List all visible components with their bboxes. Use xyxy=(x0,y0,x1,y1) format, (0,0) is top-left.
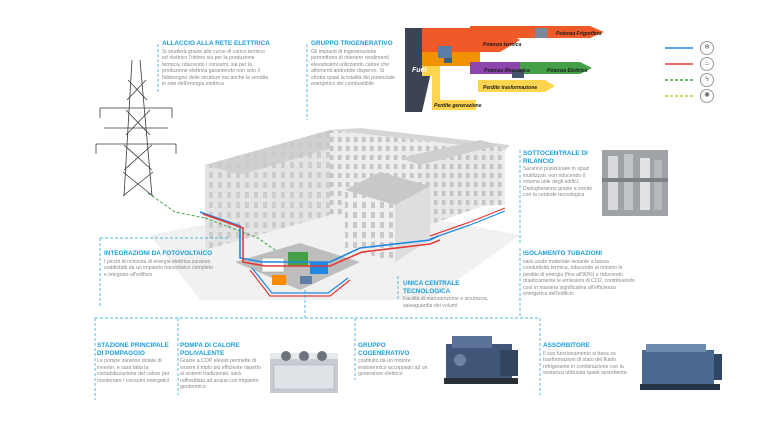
snowflake-icon: ❄ xyxy=(700,41,714,55)
legend-lines xyxy=(665,47,693,97)
callout-title: GRUPPO COGENERATIVO xyxy=(358,342,410,357)
heat-icon: ♨ xyxy=(700,57,714,71)
callout-cogenerativo: GRUPPO COGENERATIVO costituito da un mot… xyxy=(358,342,436,378)
callout-body: Il suo funzionamento si basa su trasform… xyxy=(543,350,629,377)
callout-stazione: STAZIONE PRINCIPALE DI POMPAGGIO Le pomp… xyxy=(97,342,175,384)
callout-body: sarà usato materiale isolante a bassa co… xyxy=(523,258,635,298)
callout-body: Saranno posizionate in spazi inutilizzat… xyxy=(523,166,593,199)
potenza-elettrica-label: Potenza Elettrica xyxy=(547,68,588,74)
callout-allaccio: ALLACCIO ALLA RETE ELETTRICA Si studierà… xyxy=(162,40,272,88)
sottocentrale-photo xyxy=(602,150,668,216)
callout-body: costituito da un motore endotermico acco… xyxy=(358,358,428,378)
callout-body: Si studierà grazie alle curve di carico … xyxy=(162,48,269,88)
energy-flow-labels: Fuel Potenza termica Potenza Frigorifera… xyxy=(412,31,602,109)
callout-body: Facilità di manutenzione e sicurezza, sa… xyxy=(403,296,489,309)
callout-title: STAZIONE PRINCIPALE DI POMPAGGIO xyxy=(97,342,169,357)
building-front-block xyxy=(345,172,430,262)
callout-title: SOTTOCENTRALE DI RILANCIO xyxy=(523,150,588,165)
electricity-pylon xyxy=(95,59,177,197)
callout-title: UNICA CENTRALE TECNOLOGICA xyxy=(403,280,460,295)
pipes xyxy=(147,192,506,297)
energy-flow-diagram xyxy=(405,26,604,112)
callout-body: I picchi di richiesta di energia elettri… xyxy=(104,258,214,278)
callout-title: ALLACCIO ALLA RETE ELETTRICA xyxy=(162,40,270,47)
callout-isolamento: ISOLAMENTO TUBAZIONI sarà usato material… xyxy=(523,250,635,298)
lightning-icon: ϟ xyxy=(700,73,714,87)
callout-body: Grazie a COP elevati permette di essere … xyxy=(180,358,261,391)
callout-title: ASSORBITORE xyxy=(543,342,590,349)
callout-title: ISOLAMENTO TUBAZIONI xyxy=(523,250,603,257)
callout-body: Gli impianti di trigenerazione permetton… xyxy=(311,48,395,88)
potenza-frigorifera-label: Potenza Frigorifera xyxy=(556,31,602,37)
callout-title: INTEGRAZIONI DA FOTOVOLTAICO xyxy=(104,250,213,257)
callout-unica-centrale: UNICA CENTRALE TECNOLOGICA Facilità di m… xyxy=(403,280,503,309)
building-right-wing xyxy=(400,140,500,228)
potenza-meccanica-label: Potenza Meccanica xyxy=(484,68,530,74)
perdite-generazione-label: Perdite generazione xyxy=(434,103,482,109)
bulb-icon: ✺ xyxy=(700,89,714,103)
callout-lines xyxy=(94,44,541,400)
callout-body: Le pompe saranno dotate di inverter, e s… xyxy=(97,358,170,384)
perdite-trasformazione-label: Perdite trasformazione xyxy=(483,85,537,91)
callout-title: POMPA DI CALORE POLIVALENTE xyxy=(180,342,240,357)
heat-pump-photo xyxy=(270,351,338,393)
absorber-photo xyxy=(640,344,722,390)
callout-fotovoltaico: INTEGRAZIONI DA FOTOVOLTAICO I picchi di… xyxy=(104,250,216,278)
callout-title: GRUPPO TRIGENERATIVO xyxy=(311,40,393,47)
callout-assorbitore: ASSORBITORE Il suo funzionamento si basa… xyxy=(543,342,631,377)
callout-trigenerativo: GRUPPO TRIGENERATIVO Gli impianti di tri… xyxy=(311,40,397,88)
cogenerator-photo xyxy=(444,336,518,384)
potenza-termica-label: Potenza termica xyxy=(483,42,522,48)
callout-sottocentrale: SOTTOCENTRALE DI RILANCIO Saranno posizi… xyxy=(523,150,599,199)
fuel-label: Fuel xyxy=(412,67,427,74)
callout-pompa: POMPA DI CALORE POLIVALENTE Grazie a COP… xyxy=(180,342,264,391)
